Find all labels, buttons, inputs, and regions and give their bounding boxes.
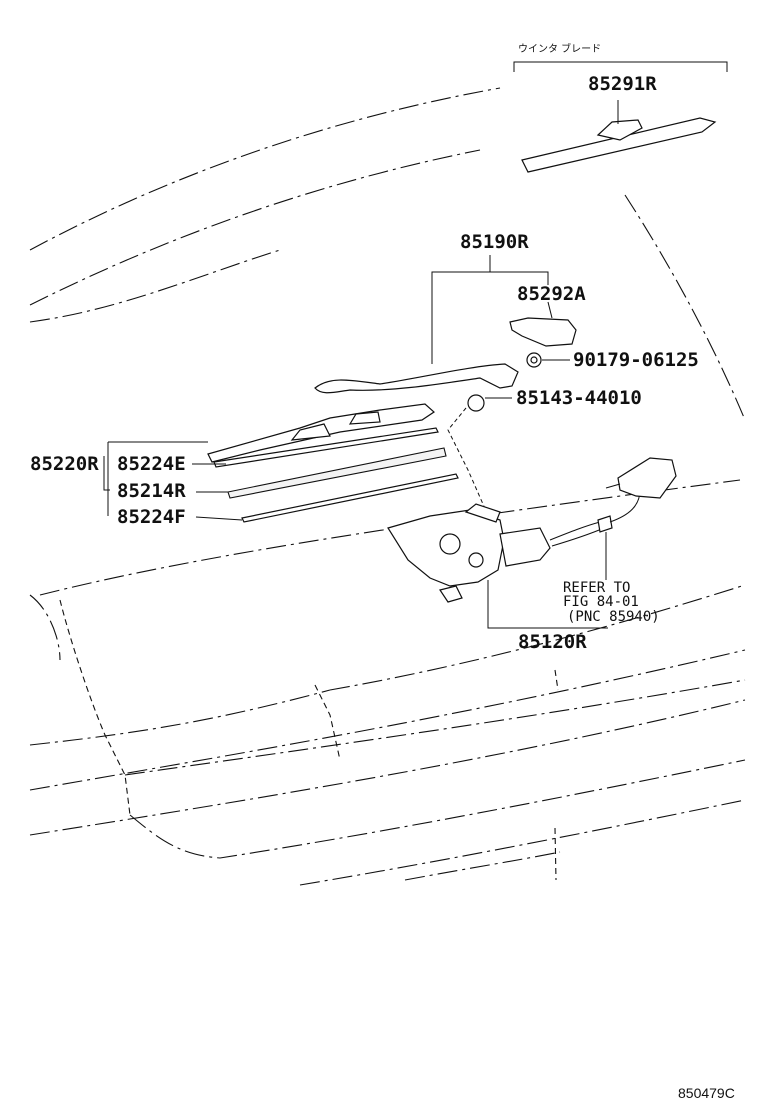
nut-part[interactable] <box>526 352 570 368</box>
blade-rubber-f-part[interactable] <box>241 473 459 523</box>
blade-bracket-leads <box>103 441 243 521</box>
part-label-85224F[interactable]: 85224F <box>117 506 186 528</box>
part-label-85190R[interactable]: 85190R <box>460 231 529 253</box>
arm-cover-part[interactable] <box>509 301 577 347</box>
refer-note-line2[interactable]: FIG 84-01 <box>563 594 639 610</box>
part-label-85120R[interactable]: 85120R <box>518 631 587 653</box>
part-label-85224E[interactable]: 85224E <box>117 453 186 475</box>
motor-wire-harness[interactable] <box>549 457 677 580</box>
refer-note-line1: REFER TO <box>563 580 630 596</box>
winter-blade-part[interactable] <box>513 61 728 173</box>
part-label-85292A[interactable]: 85292A <box>517 283 586 305</box>
cap-part[interactable] <box>447 394 512 521</box>
winter-blade-caption: ウインタ ブレード <box>518 42 601 55</box>
figure-id: 850479C <box>678 1085 735 1101</box>
wiper-motor-part[interactable] <box>387 503 608 629</box>
part-label-85214R[interactable]: 85214R <box>117 480 186 502</box>
part-label-85291R[interactable]: 85291R <box>588 73 657 95</box>
wiper-arm-part[interactable] <box>314 255 549 394</box>
blade-rubber-e-part[interactable] <box>213 427 439 468</box>
part-label-85143-44010[interactable]: 85143-44010 <box>516 387 642 409</box>
blade-rubber-r-part[interactable] <box>227 447 447 499</box>
wiper-blade-part[interactable] <box>207 403 435 463</box>
vehicle-body-outline <box>29 87 746 886</box>
refer-note-line3: (PNC 85940) <box>567 609 660 625</box>
part-label-90179-06125[interactable]: 90179-06125 <box>573 349 699 371</box>
part-label-85220R[interactable]: 85220R <box>30 453 99 475</box>
vehicle-body-hidden-edges <box>59 599 559 881</box>
